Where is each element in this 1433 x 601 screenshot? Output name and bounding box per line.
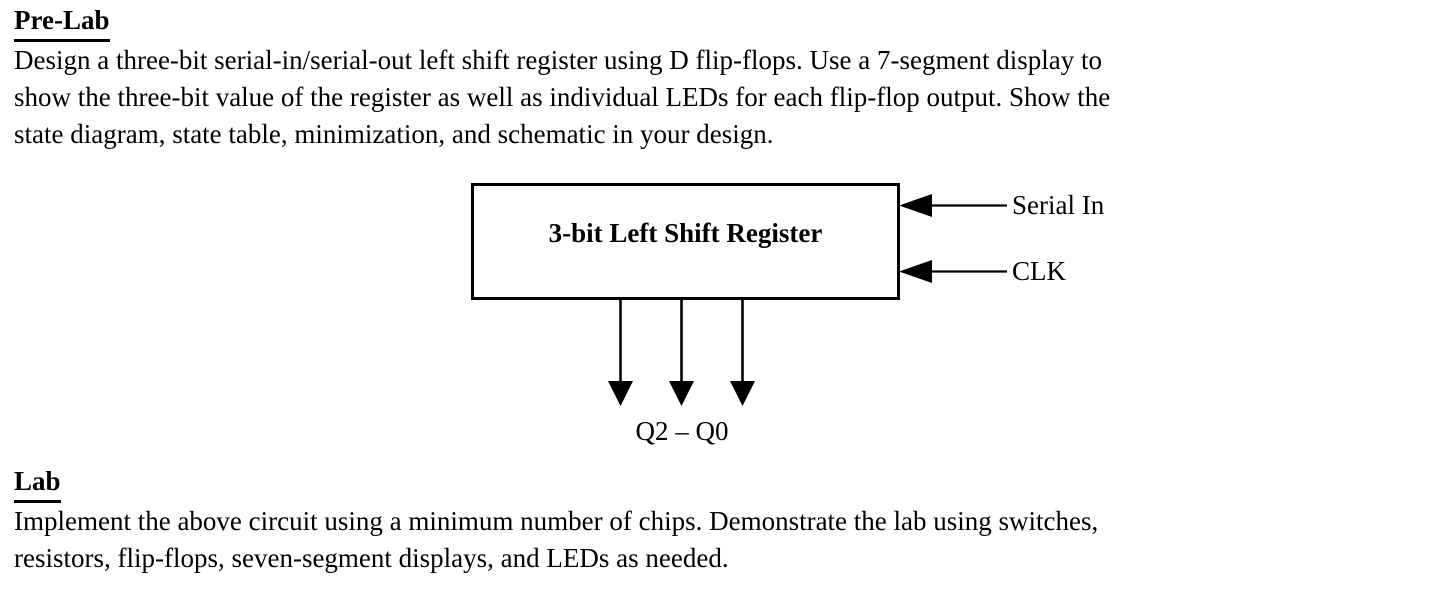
clk-label: CLK [1012, 256, 1066, 286]
pre-lab-heading: Pre-Lab [14, 2, 110, 42]
pre-lab-paragraph: Design a three-bit serial-in/serial-out … [14, 42, 1110, 153]
lab-line-2: resistors, flip-flops, seven-segment dis… [14, 543, 729, 573]
output-bus-label: Q2 – Q0 [635, 416, 729, 446]
lab-heading: Lab [14, 463, 61, 503]
output-wire-q0 [730, 299, 755, 406]
serial-in-wire [899, 194, 1007, 217]
lab-line-1: Implement the above circuit using a mini… [14, 506, 1099, 536]
pre-lab-line-3: state diagram, state table, minimization… [14, 119, 774, 149]
register-block-title: 3-bit Left Shift Register [548, 218, 823, 248]
clk-wire [899, 260, 1007, 283]
output-wire-q2 [608, 299, 633, 406]
section-lab: Lab Implement the above circuit using a … [14, 463, 1098, 577]
lab-paragraph: Implement the above circuit using a mini… [14, 503, 1098, 577]
pre-lab-line-1: Design a three-bit serial-in/serial-out … [14, 45, 1102, 75]
pre-lab-line-2: show the three-bit value of the register… [14, 82, 1111, 112]
serial-in-label: Serial In [1012, 190, 1105, 220]
section-pre-lab: Pre-Lab Design a three-bit serial-in/ser… [14, 2, 1110, 153]
output-wire-q1 [669, 299, 694, 406]
